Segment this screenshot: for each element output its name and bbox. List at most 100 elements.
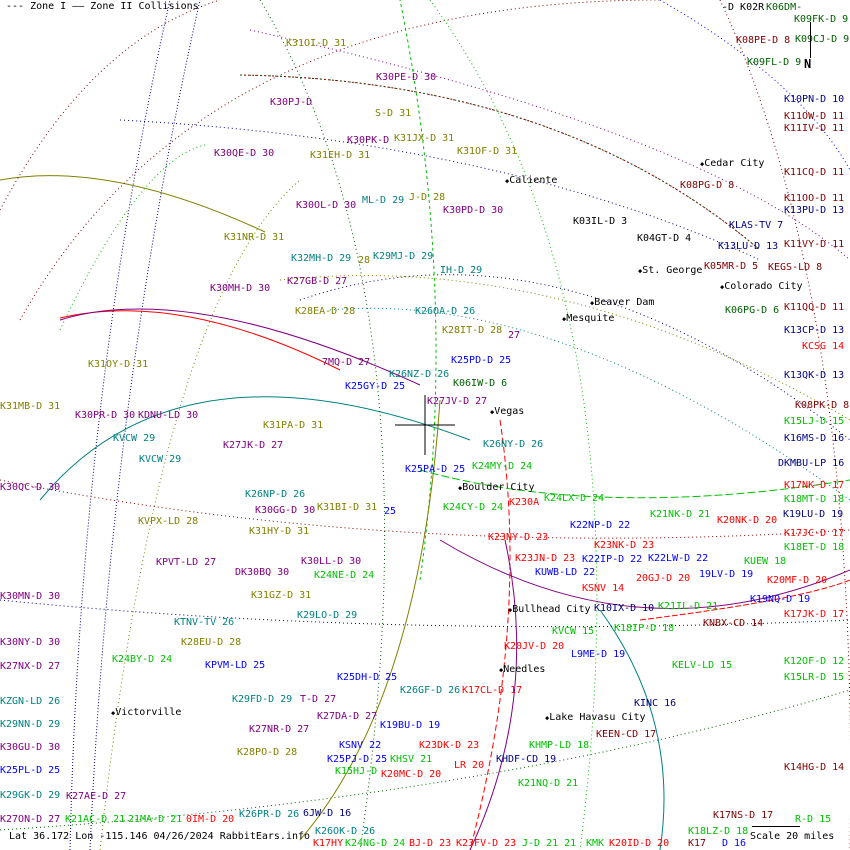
station-label[interactable]: KNBX-CD 14 xyxy=(703,618,764,629)
station-label[interactable]: KVPX-LD 28 xyxy=(138,516,199,527)
station-label[interactable]: K21NK-D 21 xyxy=(650,509,711,520)
station-label[interactable]: KEGS-LD 8 xyxy=(768,262,823,273)
station-label[interactable]: K17CL-D 17 xyxy=(462,685,523,696)
station-label[interactable]: ML-D 29 xyxy=(362,195,405,206)
station-label[interactable]: KINC 16 xyxy=(634,698,677,709)
station-label[interactable]: K21IL-D 21 xyxy=(658,601,719,612)
station-label[interactable]: K04GT-D 4 xyxy=(637,233,692,244)
station-label[interactable]: K23NY-D 23 xyxy=(488,532,549,543)
station-label[interactable]: K25GY-D 25 xyxy=(345,381,406,392)
station-label[interactable]: K30NY-D 30 xyxy=(0,637,61,648)
station-label[interactable]: D 16 xyxy=(722,838,747,849)
station-label[interactable]: K12OF-D 12 xyxy=(784,656,845,667)
station-label[interactable]: K06DM- xyxy=(766,2,803,13)
station-label[interactable]: K27JK-D 27 xyxy=(223,440,284,451)
station-label[interactable]: K31JX-D 31 xyxy=(394,133,455,144)
station-label[interactable]: 25 xyxy=(384,506,397,517)
station-label[interactable]: K13PU-D 13 xyxy=(784,205,845,216)
station-label[interactable]: K11CQ-D 11 xyxy=(784,167,845,178)
station-label[interactable]: K28EU-D 28 xyxy=(181,637,242,648)
station-label[interactable]: K26NY-D 26 xyxy=(483,439,544,450)
station-label[interactable]: K30LL-D 30 xyxy=(301,556,362,567)
station-label[interactable]: 27 xyxy=(508,330,521,341)
station-label[interactable]: KVCW 15 xyxy=(552,626,595,637)
station-label[interactable]: -D K02R xyxy=(722,2,765,13)
station-label[interactable]: K29MJ-D 29 xyxy=(373,251,434,262)
station-label[interactable]: K08PG-D 8 xyxy=(680,180,735,191)
station-label[interactable]: K24BY-D 24 xyxy=(112,654,173,665)
station-label[interactable]: K25PL-D 25 xyxy=(0,765,61,776)
station-label[interactable]: K24NG-D 24 xyxy=(345,838,406,849)
station-label[interactable]: K22NP-D 22 xyxy=(570,520,631,531)
station-label[interactable]: K13QK-D 13 xyxy=(784,370,845,381)
station-label[interactable]: K21NQ-D 21 xyxy=(518,778,579,789)
station-label[interactable]: K30PK-D xyxy=(347,135,390,146)
station-label[interactable]: K28PO-D 28 xyxy=(237,747,298,758)
station-label[interactable]: K20NK-D 20 xyxy=(717,515,778,526)
station-label[interactable]: KHDF-CD 19 xyxy=(496,754,557,765)
station-label[interactable]: K27NR-D 27 xyxy=(249,724,310,735)
station-label[interactable]: K25PJ-D 25 xyxy=(327,754,388,765)
station-label[interactable]: KSNV 22 xyxy=(339,740,382,751)
station-label[interactable]: K23DK-D 23 xyxy=(419,740,480,751)
station-label[interactable]: K30PJ-D xyxy=(270,97,313,108)
station-label[interactable]: K24LX-D 24 xyxy=(544,493,605,504)
station-label[interactable]: K25PD-D 25 xyxy=(451,355,512,366)
station-label[interactable]: K23NK-D 23 xyxy=(594,540,655,551)
station-label[interactable]: 0IM-D 20 xyxy=(186,814,235,825)
station-label[interactable]: K30PD-D 30 xyxy=(443,205,504,216)
station-label[interactable]: IH-D 29 xyxy=(440,265,483,276)
station-label[interactable]: K20JV-D 20 xyxy=(504,641,565,652)
station-label[interactable]: K30MN-D 30 xyxy=(0,591,61,602)
station-label[interactable]: KZGN-LD 26 xyxy=(0,696,61,707)
station-label[interactable]: K26NP-D 26 xyxy=(245,489,306,500)
station-label[interactable]: K15LR-D 15 xyxy=(784,672,845,683)
station-label[interactable]: K29NN-D 29 xyxy=(0,719,61,730)
station-label[interactable]: KVCW 29 xyxy=(139,454,182,465)
station-label[interactable]: K26PR-D 26 xyxy=(239,809,300,820)
station-label[interactable]: KVCW 29 xyxy=(113,433,156,444)
station-label[interactable]: K29GK-D 29 xyxy=(0,790,61,801)
station-label[interactable]: KUEW 18 xyxy=(744,556,787,567)
station-label[interactable]: K24NE-D 24 xyxy=(314,570,375,581)
station-label[interactable]: K06IW-D 6 xyxy=(453,378,508,389)
station-label[interactable]: K26OA-D 26 xyxy=(415,306,476,317)
station-label[interactable]: K25PA-D 25 xyxy=(405,464,466,475)
station-label[interactable]: K09FK-D 9 xyxy=(794,14,849,25)
station-label[interactable]: K24CY-D 24 xyxy=(443,502,504,513)
station-label[interactable]: K11OO-D 11 xyxy=(784,193,845,204)
station-label[interactable]: K28IT-D 28 xyxy=(442,325,503,336)
station-label[interactable]: KDNU-LD 30 xyxy=(138,410,199,421)
station-label[interactable]: K28EA-D 28 xyxy=(295,306,356,317)
station-label[interactable]: K27DA-D 27 xyxy=(317,711,378,722)
station-label[interactable]: K17 xyxy=(688,838,707,849)
station-label[interactable]: K21AC-D 21 xyxy=(65,814,126,825)
station-label[interactable]: K230A xyxy=(509,497,540,508)
station-label[interactable]: K09CJ-D 9 xyxy=(795,34,850,45)
station-label[interactable]: K30PR-D 30 xyxy=(75,410,136,421)
station-label[interactable]: K06PG-D 6 xyxy=(725,305,780,316)
station-label[interactable]: K23JN-D 23 xyxy=(515,553,576,564)
station-label[interactable]: K10PN-D 10 xyxy=(784,94,845,105)
station-label[interactable]: K31OF-D 31 xyxy=(457,146,518,157)
station-label[interactable]: K31HY-D 31 xyxy=(249,526,310,537)
station-label[interactable]: K24MY-D 24 xyxy=(472,461,533,472)
station-label[interactable]: K05MR-D 5 xyxy=(704,261,759,272)
station-label[interactable]: K30PE-D 30 xyxy=(376,72,437,83)
station-label[interactable]: K25DH-D 25 xyxy=(337,672,398,683)
station-label[interactable]: K30QE-D 30 xyxy=(214,148,275,159)
station-label[interactable]: KELV-LD 15 xyxy=(672,660,733,671)
station-label[interactable]: K20MF-D 20 xyxy=(767,575,828,586)
station-label[interactable]: K22IP-D 22 xyxy=(582,554,643,565)
station-label[interactable]: R-D 15 xyxy=(795,814,832,825)
station-label[interactable]: DKMBU-LP 16 xyxy=(778,458,845,469)
station-label[interactable]: 28 xyxy=(358,255,371,266)
station-label[interactable]: K17NS-D 17 xyxy=(713,810,774,821)
station-label[interactable]: K31MB-D 31 xyxy=(0,401,61,412)
station-label[interactable]: KMK xyxy=(586,838,605,849)
station-label[interactable]: K31BI-D 31 xyxy=(317,502,378,513)
station-label[interactable]: 19LV-D 19 xyxy=(699,569,754,580)
station-label[interactable]: K31GZ-D 31 xyxy=(251,590,312,601)
station-label[interactable]: K23FV-D 23 xyxy=(456,838,517,849)
station-label[interactable]: K14HG-D 14 xyxy=(784,762,845,773)
